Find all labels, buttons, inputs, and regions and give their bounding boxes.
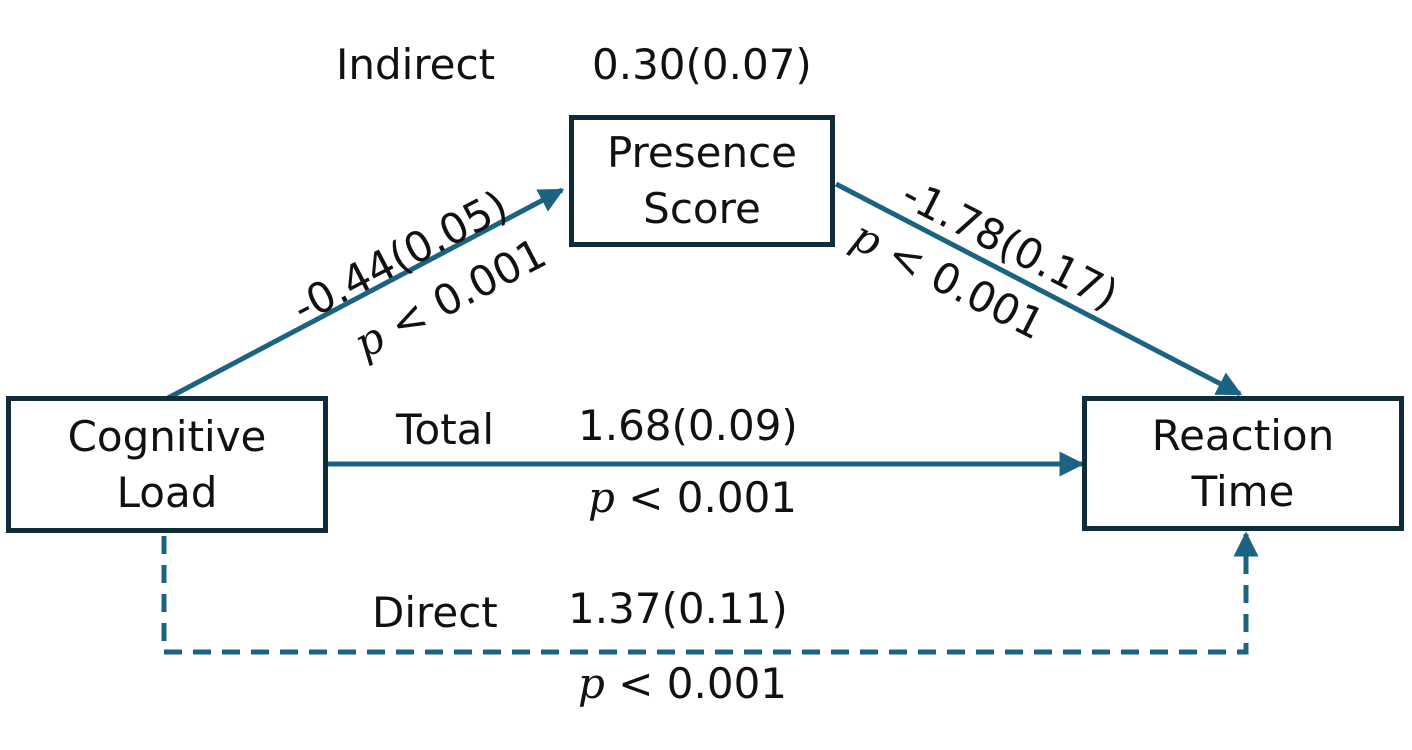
cognitive-load-line2: Load [116,467,218,517]
direct-p-symbol: p [578,659,605,708]
total-pvalue: p < 0.001 [588,474,797,522]
reaction-time-node: Reaction Time [1082,396,1404,531]
reaction-time-line1: Reaction [1151,410,1335,460]
total-label: Total [396,405,495,454]
indirect-label: Indirect [336,40,496,89]
arrow-presence-to-reaction [834,181,1243,397]
direct-pvalue: p < 0.001 [578,660,787,708]
direct-label: Direct [372,588,498,637]
total-coefficient: 1.68(0.09) [578,401,798,450]
direct-coefficient: 1.37(0.11) [568,584,788,633]
presence-score-node: Presence Score [569,115,835,247]
total-p-symbol: p [588,473,615,522]
reaction-time-line2: Time [1191,466,1295,516]
total-p-text: < 0.001 [614,473,798,522]
cognitive-load-line1: Cognitive [67,411,267,461]
arrow-cognitive-to-presence [166,187,565,401]
indirect-value: 0.30(0.07) [592,40,812,89]
presence-score-line2: Score [643,184,761,233]
presence-score-line1: Presence [606,128,798,177]
direct-p-text: < 0.001 [604,659,788,708]
cognitive-load-node: Cognitive Load [6,396,328,533]
arrow-direct-effect [161,531,1259,655]
